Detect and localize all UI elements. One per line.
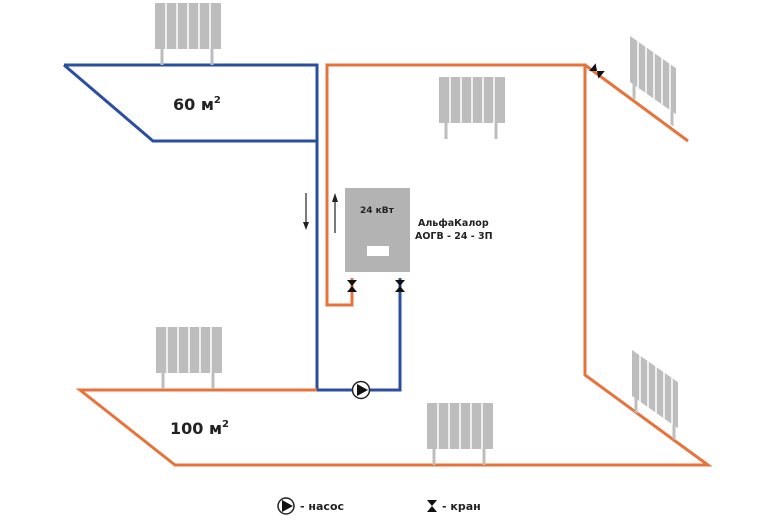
valve-icon[interactable] (395, 280, 405, 292)
legend-valve-label: - кран (442, 500, 481, 513)
radiator (630, 36, 676, 127)
lower-floor-area-label: 100 м2 (170, 419, 229, 438)
legend: - насос - кран (277, 497, 481, 515)
legend-valve-icon (427, 500, 437, 512)
radiator (437, 75, 507, 141)
boiler-model-label: АОГВ - 24 - 3П (415, 231, 493, 242)
flow-up-arrow (332, 193, 338, 233)
boiler-brand-label: АльфаКалор (418, 218, 489, 229)
supply-riser (75, 63, 713, 467)
upper-floor-return-loop (63, 63, 319, 390)
upper-floor-area-label: 60 м2 (173, 95, 221, 114)
radiator (153, 1, 223, 67)
flow-down-arrow (303, 193, 309, 230)
radiator (632, 350, 678, 441)
radiator (425, 401, 495, 467)
boiler: 24 кВт (345, 188, 410, 272)
boiler-power-label: 24 кВт (360, 206, 395, 216)
pump-icon[interactable] (351, 380, 371, 400)
radiator (154, 325, 224, 391)
valve-icon[interactable] (589, 63, 605, 79)
legend-pump-label: - насос (300, 500, 344, 513)
return-to-boiler-pipe (317, 278, 402, 392)
legend-pump-icon (277, 497, 295, 515)
valve-icon[interactable] (347, 280, 357, 292)
boiler-display (367, 246, 389, 256)
